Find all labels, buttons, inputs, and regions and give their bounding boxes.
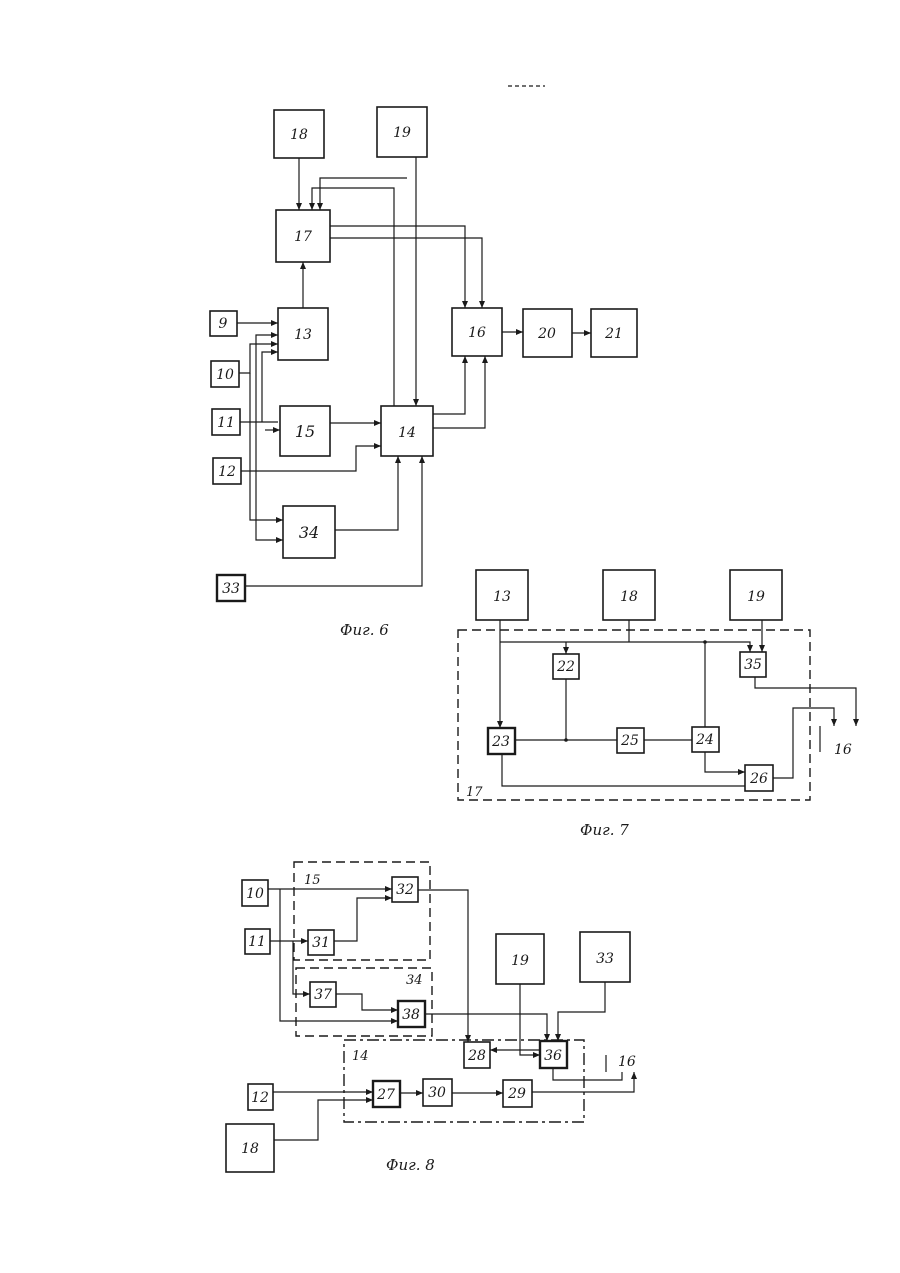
fig8-block-33: 33 xyxy=(580,932,630,982)
fig6-block-21: 21 xyxy=(591,309,637,357)
fig7-block-19-label: 19 xyxy=(747,589,765,605)
fig6-block-13-label: 13 xyxy=(294,327,312,343)
fig8-block-36: 36 xyxy=(540,1041,567,1068)
figure-7: 17 13 18 19 22 35 23 25 xyxy=(458,570,856,839)
fig8-block-12-label: 12 xyxy=(251,1090,269,1106)
fig6-block-11-label: 11 xyxy=(217,415,235,431)
fig8-block-32-label: 32 xyxy=(396,882,414,898)
fig6-block-16-label: 16 xyxy=(468,325,486,341)
fig8-block-30: 30 xyxy=(423,1079,452,1106)
fig8-block-37: 37 xyxy=(310,982,336,1007)
fig6-block-14-label: 14 xyxy=(398,425,416,441)
fig6-caption: Фиг. 6 xyxy=(340,621,389,639)
fig7-block-23: 23 xyxy=(488,728,515,754)
fig6-block-17-label: 17 xyxy=(294,229,312,245)
fig8-block-10: 10 xyxy=(242,880,268,906)
fig8-block-19: 19 xyxy=(496,934,544,984)
fig8-block-30-label: 30 xyxy=(428,1085,446,1101)
fig6-block-33: 33 xyxy=(217,575,245,601)
fig7-block-13-label: 13 xyxy=(493,589,511,605)
fig8-block-18-label: 18 xyxy=(241,1141,259,1157)
fig6-block-15: 15 xyxy=(280,406,330,456)
fig8-block-31: 31 xyxy=(308,930,334,955)
fig8-block-27-label: 27 xyxy=(376,1087,395,1103)
fig8-block-18: 18 xyxy=(226,1124,274,1172)
fig6-block-12: 12 xyxy=(213,458,241,484)
fig6-block-16: 16 xyxy=(452,308,502,356)
fig7-junction-dot xyxy=(703,640,707,644)
fig8-block-29-label: 29 xyxy=(507,1086,526,1102)
fig6-block-9-label: 9 xyxy=(219,316,228,332)
fig8-block-36-label: 36 xyxy=(544,1048,562,1064)
fig6-block-34: 34 xyxy=(283,506,335,558)
fig7-block-22: 22 xyxy=(553,654,579,679)
fig6-block-20: 20 xyxy=(523,309,572,357)
fig8-block-32: 32 xyxy=(392,877,418,902)
fig8-block-38: 38 xyxy=(398,1001,425,1027)
fig6-block-18: 18 xyxy=(274,110,324,158)
fig8-block-11: 11 xyxy=(245,929,270,954)
fig7-block-26-label: 26 xyxy=(749,771,768,787)
figure-6: 18 19 17 13 9 10 11 12 xyxy=(210,107,637,639)
fig7-block-18-label: 18 xyxy=(620,589,638,605)
fig7-caption: Фиг. 7 xyxy=(580,821,629,839)
fig8-block-38-label: 38 xyxy=(402,1007,420,1023)
fig6-block-21-label: 21 xyxy=(604,326,623,342)
fig7-block-24: 24 xyxy=(692,727,719,752)
fig8-block-19-label: 19 xyxy=(511,953,529,969)
fig8-block-12: 12 xyxy=(248,1084,273,1110)
fig7-block-35-label: 35 xyxy=(744,657,762,673)
fig7-block-22-label: 22 xyxy=(556,659,575,675)
fig7-block-19: 19 xyxy=(730,570,782,620)
fig6-block-34-label: 34 xyxy=(299,523,319,542)
fig7-connections xyxy=(500,620,856,786)
fig8-block-33-label: 33 xyxy=(596,951,614,967)
fig8-block-28-label: 28 xyxy=(467,1048,486,1064)
fig7-block-13: 13 xyxy=(476,570,528,620)
fig8-block-28: 28 xyxy=(464,1042,490,1068)
fig6-block-19: 19 xyxy=(377,107,427,157)
fig6-block-13: 13 xyxy=(278,308,328,360)
fig8-group-14-label: 14 xyxy=(352,1049,369,1064)
fig6-block-14: 14 xyxy=(381,406,433,456)
fig6-block-18-label: 18 xyxy=(290,127,308,143)
fig8-block-29: 29 xyxy=(503,1080,532,1107)
fig8-block-11-label: 11 xyxy=(248,934,266,950)
fig7-junction-dot xyxy=(564,738,568,742)
fig8-group-34-label: 34 xyxy=(406,973,423,988)
fig8-block-27: 27 xyxy=(373,1081,400,1107)
fig6-block-20-label: 20 xyxy=(537,326,556,342)
fig6-block-11: 11 xyxy=(212,409,240,435)
fig7-block-24-label: 24 xyxy=(695,732,714,748)
figure-8: 15 34 14 10 11 31 32 37 38 xyxy=(226,862,636,1174)
fig6-block-9: 9 xyxy=(210,311,237,336)
fig7-block-26: 26 xyxy=(745,765,773,791)
fig6-block-19-label: 19 xyxy=(393,125,411,141)
fig6-block-17: 17 xyxy=(276,210,330,262)
fig8-group-15-label: 15 xyxy=(304,873,321,888)
fig7-group-label: 17 xyxy=(466,785,483,800)
fig6-block-10: 10 xyxy=(211,361,239,387)
fig7-block-23-label: 23 xyxy=(491,734,510,750)
fig8-caption: Фиг. 8 xyxy=(386,1156,435,1174)
fig6-block-10-label: 10 xyxy=(216,367,234,383)
fig8-block-31-label: 31 xyxy=(312,935,330,951)
fig6-block-12-label: 12 xyxy=(218,464,236,480)
fig7-block-25: 25 xyxy=(617,728,644,753)
fig6-block-33-label: 33 xyxy=(222,581,240,597)
fig7-output-label: 16 xyxy=(834,742,852,758)
fig6-block-15-label: 15 xyxy=(295,422,315,441)
fig7-block-25-label: 25 xyxy=(620,733,639,749)
fig7-block-18: 18 xyxy=(603,570,655,620)
fig7-block-35: 35 xyxy=(740,652,766,677)
fig8-output-label: 16 xyxy=(618,1054,636,1070)
fig8-block-37-label: 37 xyxy=(314,987,332,1003)
fig8-block-10-label: 10 xyxy=(246,886,264,902)
